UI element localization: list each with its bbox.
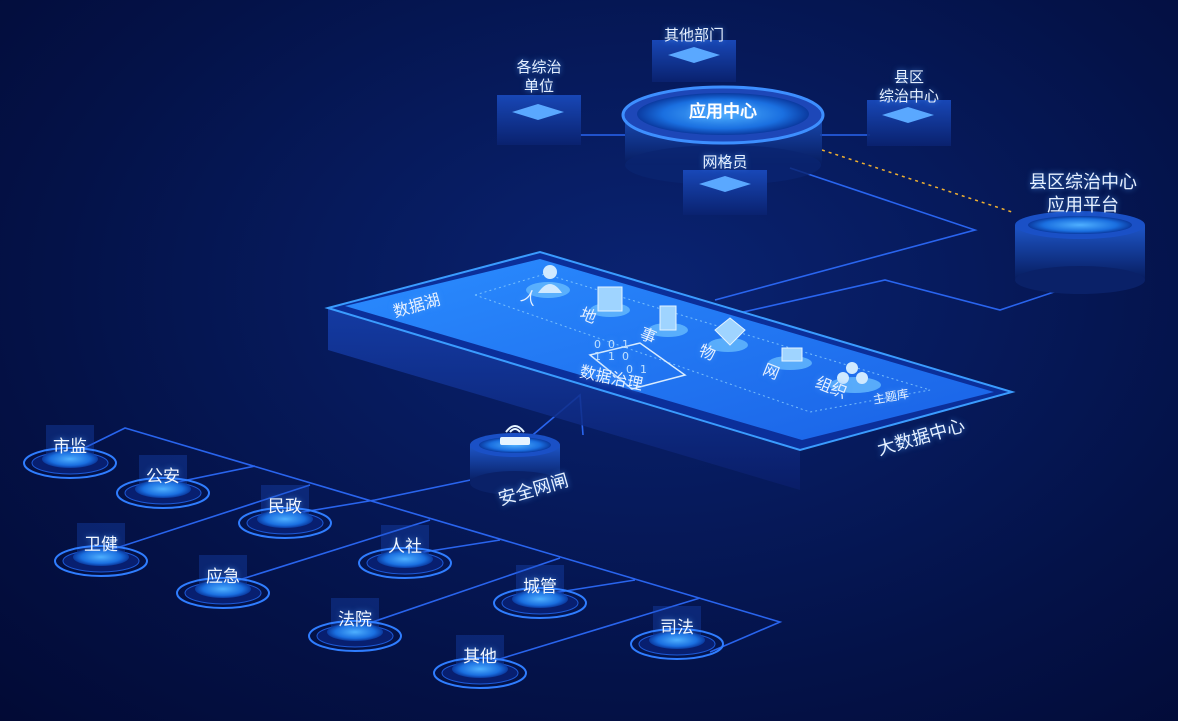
- department-label[interactable]: 公安: [146, 467, 180, 487]
- department-pad[interactable]: [116, 455, 210, 509]
- county-platform-node: [1015, 211, 1145, 294]
- department-label[interactable]: 市监: [53, 437, 87, 457]
- app-center-node: [621, 85, 825, 185]
- department-label[interactable]: 人社: [388, 537, 422, 557]
- gateway-node: [470, 425, 560, 495]
- node-units-label: 各综治 单位: [516, 58, 562, 95]
- binary-row-3: 0 1: [626, 363, 647, 376]
- node-county-label: 县区 综治中心: [878, 68, 940, 105]
- department-pad[interactable]: [433, 635, 527, 689]
- big-data-platform: [324, 250, 1016, 490]
- department-pad[interactable]: [308, 598, 402, 652]
- county-platform-label[interactable]: 县区综治中心 应用平台: [1029, 172, 1137, 216]
- binary-row-2: 1 1 0: [594, 350, 629, 363]
- node-boxes: [497, 40, 951, 215]
- department-pad[interactable]: [358, 525, 452, 579]
- department-pad[interactable]: [176, 555, 270, 609]
- node-grid-label: 网格员: [702, 153, 748, 171]
- department-pad[interactable]: [630, 606, 724, 660]
- department-label[interactable]: 其他: [463, 647, 497, 667]
- department-label[interactable]: 卫健: [84, 535, 118, 555]
- department-pad[interactable]: [54, 523, 148, 577]
- department-pad[interactable]: [493, 565, 587, 619]
- department-pads: [23, 425, 724, 689]
- department-label[interactable]: 应急: [206, 567, 240, 587]
- dashed-link: [821, 149, 1013, 213]
- department-label[interactable]: 城管: [523, 577, 557, 597]
- department-pad[interactable]: [238, 485, 332, 539]
- department-label[interactable]: 民政: [268, 497, 302, 517]
- node-others-label: 其他部门: [663, 26, 725, 44]
- app-center-title[interactable]: 应用中心: [689, 102, 757, 122]
- department-label[interactable]: 司法: [660, 618, 694, 638]
- binary-row-1: 0 0 1: [594, 338, 629, 351]
- department-label[interactable]: 法院: [338, 610, 372, 630]
- department-pad[interactable]: [23, 425, 117, 479]
